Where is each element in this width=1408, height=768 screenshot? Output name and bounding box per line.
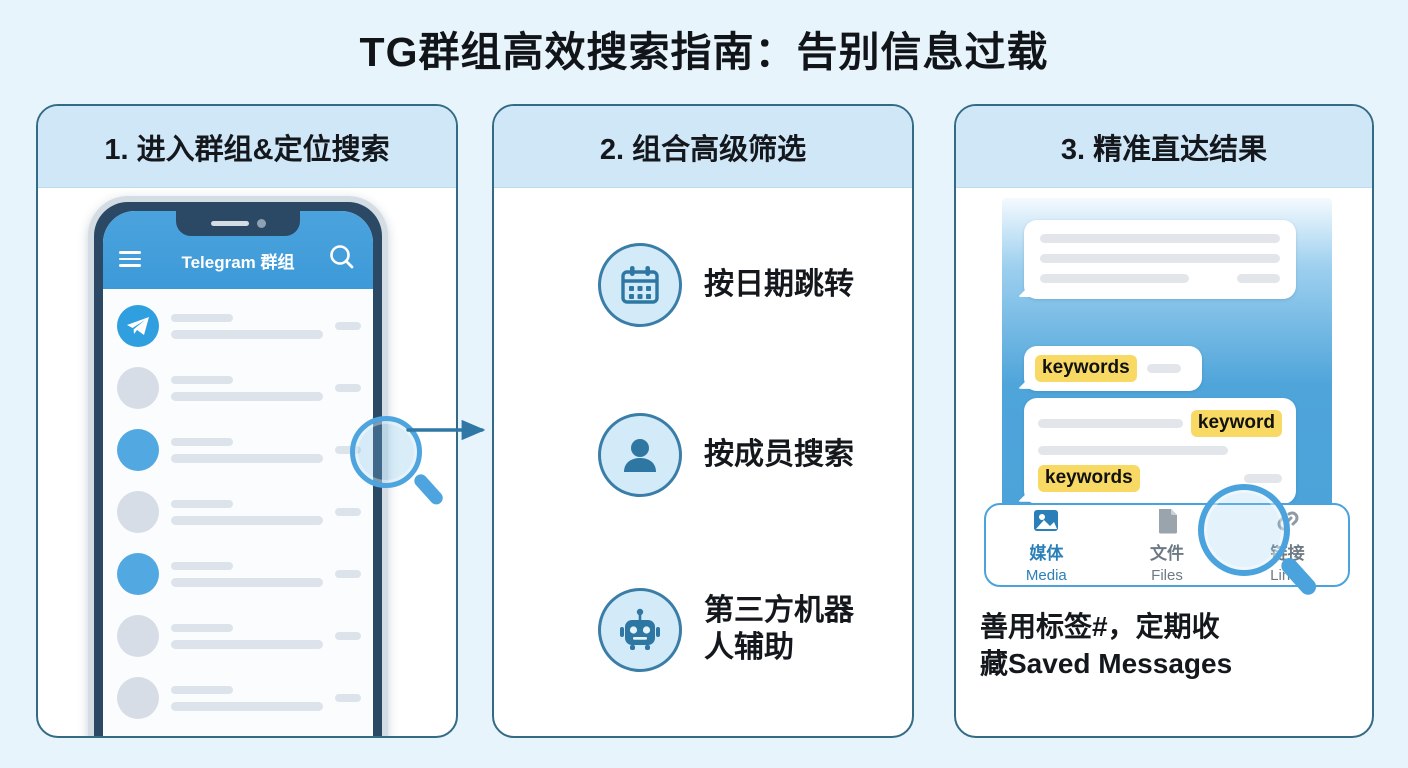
tab-media-label-cn: 媒体	[1029, 544, 1064, 564]
phone-mockup: Telegram 群组	[88, 196, 388, 736]
filter-option-bot-assist[interactable]: 第三方机器 人辅助	[598, 588, 854, 672]
chat-text-placeholder	[171, 623, 323, 649]
chat-text-placeholder	[171, 561, 323, 587]
panel-step-3: 3. 精准直达结果 keywords	[954, 104, 1374, 738]
panel-3-header-text: 3. 精准直达结果	[1060, 133, 1268, 166]
keyword-highlight: keywords	[1038, 464, 1140, 492]
link-icon	[1273, 506, 1303, 541]
tab-files-label-cn: 文件	[1150, 544, 1184, 564]
chat-time-placeholder	[335, 694, 361, 702]
chat-time-placeholder	[335, 570, 361, 578]
chat-text-placeholder	[171, 375, 323, 401]
search-result-chat-area: keywords keyword keywords	[1002, 198, 1332, 508]
avatar	[117, 677, 159, 719]
image-icon	[1031, 506, 1061, 541]
person-icon	[598, 413, 682, 497]
panel-step-2: 2. 组合高级筛选 按日期跳转	[492, 104, 914, 738]
panel-3-header: 3. 精准直达结果	[956, 106, 1372, 188]
phone-speaker	[210, 221, 249, 226]
filter-option-label: 按成员搜索	[704, 437, 854, 471]
calendar-icon	[598, 243, 682, 327]
chat-text-placeholder	[171, 313, 323, 339]
list-item[interactable]	[103, 419, 373, 481]
chat-time-placeholder	[335, 446, 361, 454]
phone-app-title: Telegram 群组	[181, 253, 295, 272]
avatar	[117, 429, 159, 471]
phone-screen: Telegram 群组	[103, 211, 373, 736]
chat-list[interactable]	[103, 289, 373, 729]
panel-1-header-text: 1. 进入群组&定位搜索	[104, 133, 390, 166]
list-item[interactable]	[103, 605, 373, 667]
filter-option-by-date[interactable]: 按日期跳转	[598, 243, 854, 327]
keyword-highlight: keywords	[1035, 355, 1137, 382]
panel-1-header: 1. 进入群组&定位搜索	[38, 106, 456, 188]
phone-notch	[176, 211, 300, 236]
keyword-highlight: keyword	[1190, 410, 1282, 437]
tab-files-label-en: Files	[1151, 566, 1183, 584]
chat-bubble: keywords	[1018, 346, 1202, 391]
chat-time-placeholder	[335, 508, 361, 516]
chat-text-placeholder	[171, 499, 323, 525]
panel-2-header-text: 2. 组合高级筛选	[599, 133, 807, 166]
page-title: TG群组高效搜索指南：告别信息过载	[359, 29, 1049, 75]
telegram-logo-icon	[117, 305, 159, 347]
panel-3-body: keywords keyword keywords	[956, 188, 1372, 736]
chat-bubble	[1018, 220, 1296, 299]
avatar	[117, 553, 159, 595]
phone-app-bar: Telegram 群组	[103, 211, 373, 289]
list-item[interactable]	[103, 357, 373, 419]
list-item[interactable]	[103, 481, 373, 543]
hamburger-menu-icon[interactable]	[119, 251, 141, 267]
list-item[interactable]	[103, 667, 373, 729]
filter-option-label: 按日期跳转	[704, 267, 854, 301]
avatar	[117, 491, 159, 533]
panel-2-header: 2. 组合高级筛选	[494, 106, 912, 188]
file-icon	[1152, 506, 1182, 541]
phone-camera-icon	[256, 219, 266, 228]
result-tab-bar[interactable]: 媒体 Media 文件 Files	[984, 503, 1350, 587]
tab-files[interactable]: 文件 Files	[1107, 506, 1228, 584]
robot-icon	[598, 588, 682, 672]
search-icon[interactable]	[325, 241, 359, 275]
filter-option-label: 第三方机器 人辅助	[704, 594, 854, 664]
tab-media[interactable]: 媒体 Media	[986, 506, 1107, 584]
chat-time-placeholder	[335, 632, 361, 640]
tab-links-label-cn: 链接	[1270, 544, 1305, 564]
tab-media-label-en: Media	[1025, 566, 1067, 584]
result-tip-text: 善用标签#，定期收 藏Saved Messages	[980, 611, 1233, 680]
filter-option-by-member[interactable]: 按成员搜索	[598, 413, 854, 497]
panel-1-body: Telegram 群组	[38, 188, 456, 736]
panel-step-1: 1. 进入群组&定位搜索 Telegram 群组	[36, 104, 458, 738]
tab-links-label-en: Links	[1270, 566, 1306, 584]
list-item[interactable]	[103, 543, 373, 605]
avatar	[117, 367, 159, 409]
chat-time-placeholder	[335, 322, 361, 330]
list-item[interactable]	[103, 295, 373, 357]
chat-bubble: keyword keywords	[1018, 398, 1296, 504]
tab-links[interactable]: 链接 Links	[1227, 506, 1348, 584]
avatar	[117, 615, 159, 657]
chat-time-placeholder	[335, 384, 361, 392]
panel-2-body: 按日期跳转 按成员搜索	[494, 188, 912, 736]
chat-text-placeholder	[171, 685, 323, 711]
chat-text-placeholder	[171, 437, 323, 463]
